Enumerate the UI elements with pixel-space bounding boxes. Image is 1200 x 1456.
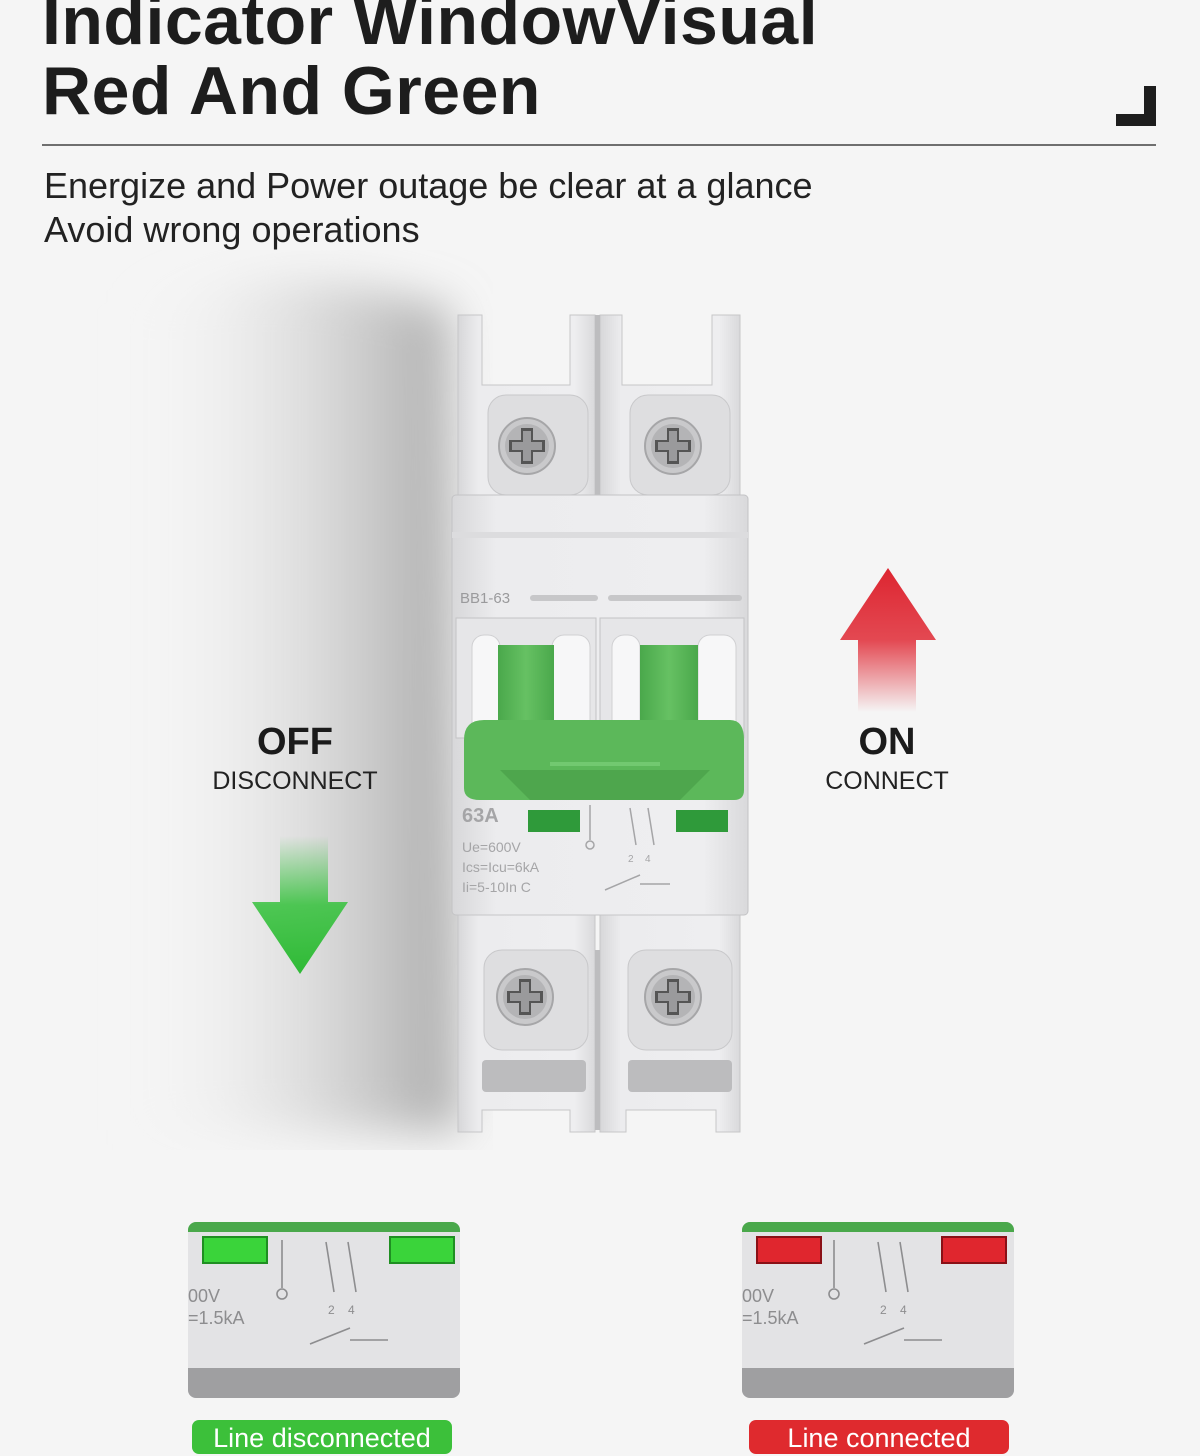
circuit-breaker: BB1-63 63A Ue=600V Ics=Icu=6kA Ii=5-10In… (451, 314, 749, 1133)
zoom-current-text: =1.5kA (188, 1308, 245, 1328)
bottom-left-screw-icon (496, 968, 554, 1026)
on-state-title: ON (858, 721, 916, 763)
zoom-current-text: =1.5kA (742, 1308, 799, 1328)
terminal-2-label: 2 (628, 854, 634, 865)
subtitle-line-1: Energize and Power outage be clear at a … (44, 165, 813, 206)
page-title: Indicator WindowVisual Red And Green (42, 0, 818, 126)
breaker-shadow (130, 280, 460, 1130)
subtitle-line-2: Avoid wrong operations (44, 209, 420, 250)
subtitle: Energize and Power outage be clear at a … (44, 164, 813, 252)
green-window-left (202, 1236, 268, 1264)
bottom-right-screw-icon (644, 968, 702, 1026)
zoom-panel-connected-graphic: 00V =1.5kA 2 4 (742, 1222, 1014, 1398)
red-window-right (941, 1236, 1007, 1264)
zoom-panel-disconnected-graphic: 00V =1.5kA 2 4 (188, 1222, 460, 1398)
zoom-voltage-text: 00V (742, 1286, 774, 1306)
top-right-screw-icon (644, 417, 702, 475)
zoom-panel-disconnected: 00V =1.5kA 2 4 (188, 1222, 460, 1398)
off-state-subtitle: DISCONNECT (212, 767, 378, 795)
off-state-title: OFF (257, 721, 333, 763)
right-indicator-window (676, 810, 728, 832)
title-divider (42, 144, 1156, 146)
page-title-line-1: Indicator WindowVisual (42, 0, 819, 59)
zoom-terminal-2: 2 (880, 1303, 887, 1317)
terminal-4-label: 4 (645, 854, 651, 865)
rating-label: 63A (462, 805, 499, 827)
zoom-voltage-text: 00V (188, 1286, 220, 1306)
arrow-down-icon (252, 836, 348, 974)
caption-line-disconnected: Line disconnected (192, 1420, 452, 1454)
corner-bracket-icon (1116, 86, 1156, 126)
green-window-right (389, 1236, 455, 1264)
spec-current: Ics=Icu=6kA (462, 859, 540, 875)
red-window-left (756, 1236, 822, 1264)
zoom-panel-connected: 00V =1.5kA 2 4 (742, 1222, 1014, 1398)
spec-trip: Ii=5-10In C (462, 879, 531, 895)
caption-line-connected: Line connected (749, 1420, 1009, 1454)
zoom-terminal-4: 4 (348, 1303, 355, 1317)
left-indicator-window (528, 810, 580, 832)
page-title-line-2: Red And Green (42, 53, 541, 129)
arrow-up-icon (840, 568, 936, 712)
spec-voltage: Ue=600V (462, 839, 521, 855)
top-left-screw-icon (498, 417, 556, 475)
model-label: BB1-63 (460, 590, 510, 607)
zoom-terminal-4: 4 (900, 1303, 907, 1317)
zoom-terminal-2: 2 (328, 1303, 335, 1317)
on-state-subtitle: CONNECT (825, 767, 949, 795)
